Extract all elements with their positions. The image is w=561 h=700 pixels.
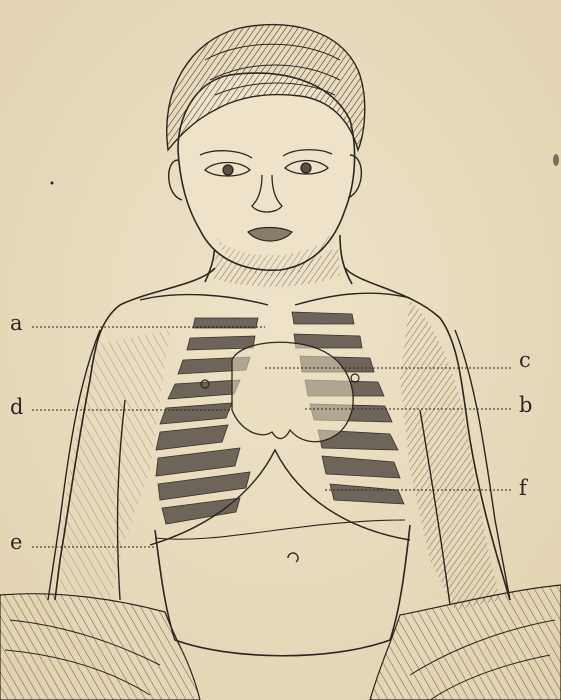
label-e: e: [10, 532, 22, 553]
label-d: d: [10, 397, 23, 418]
ink-speck: [51, 182, 54, 185]
label-f: f: [519, 478, 527, 499]
edge-mark: [553, 154, 559, 166]
label-a: a: [10, 313, 23, 334]
label-c: c: [519, 350, 531, 371]
label-b: b: [519, 395, 532, 416]
